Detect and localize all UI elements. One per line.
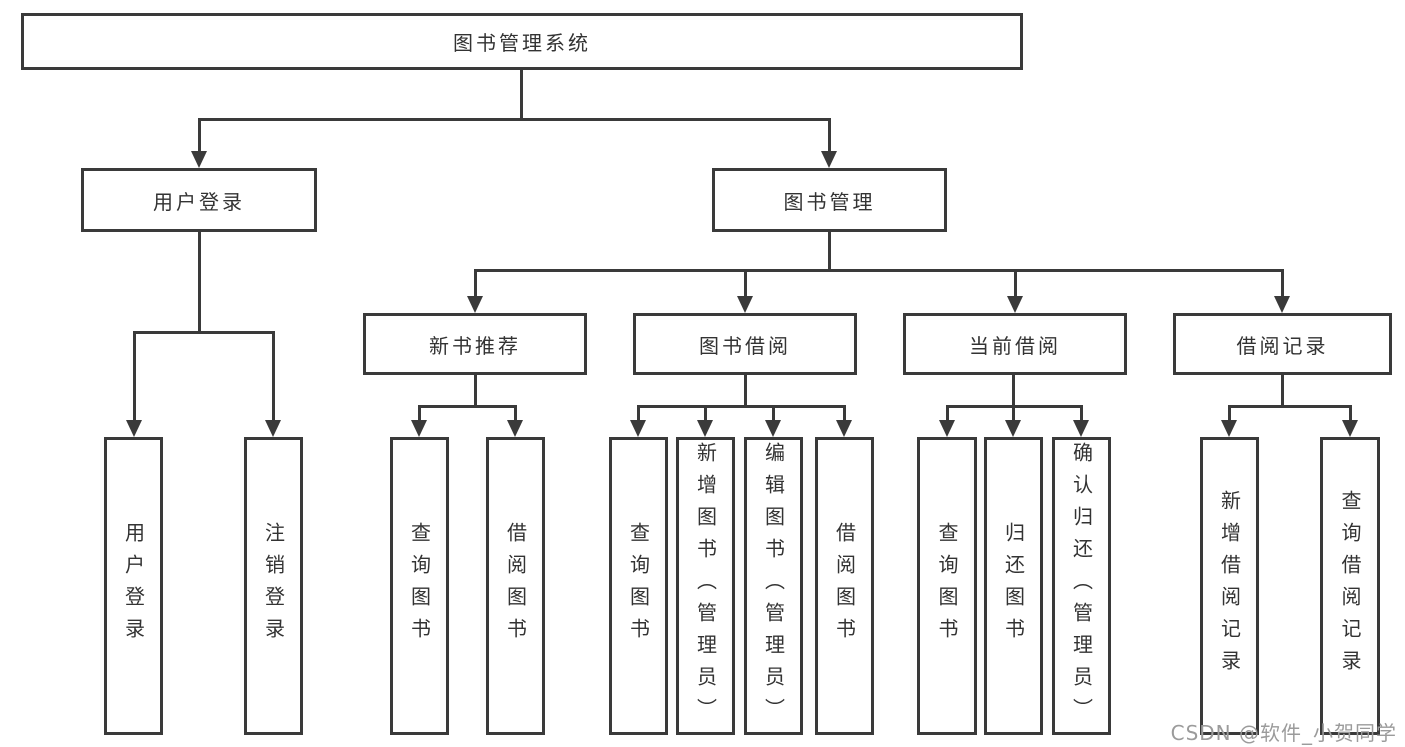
- connector-group4-stem: [1281, 375, 1284, 408]
- leaf-box-user-login: 用户登录: [104, 437, 163, 735]
- connector-drop-login-leaf: [133, 331, 136, 420]
- connector-group4-bar: [1228, 405, 1352, 408]
- branch-label-user-login: 用户登录: [153, 189, 245, 214]
- connector-drop-leaf: [843, 405, 846, 421]
- leaf-box-query-books-borrowing: 查询图书: [609, 437, 668, 735]
- leaf-box-query-borrow-record: 查询借阅记录: [1320, 437, 1380, 735]
- connector-root-stem: [520, 69, 523, 118]
- leaf-label-logout: 注销登录: [261, 522, 286, 650]
- arrow-down-icon: [630, 420, 646, 437]
- leaf-label-edit-books-admin: 编辑图书（管理员）: [761, 442, 786, 730]
- leaf-box-confirm-return-admin: 确认归还（管理员）: [1052, 437, 1111, 735]
- arrow-down-icon: [1221, 420, 1237, 437]
- arrow-down-icon: [1073, 420, 1089, 437]
- leaf-box-add-borrow-record: 新增借阅记录: [1200, 437, 1259, 735]
- leaf-label-user-login: 用户登录: [121, 522, 146, 650]
- leaf-box-query-books-recommend: 查询图书: [390, 437, 449, 735]
- connector-drop-leaf: [1080, 405, 1083, 421]
- group-label-book-borrowing: 图书借阅: [699, 333, 791, 358]
- connector-group3-stem: [1012, 375, 1015, 408]
- leaf-label-return-books: 归还图书: [1001, 522, 1026, 650]
- arrow-down-icon: [697, 420, 713, 437]
- group-box-new-book-recommend: 新书推荐: [363, 313, 587, 375]
- connector-drop-borrow-records: [1281, 269, 1284, 297]
- connector-drop-leaf: [637, 405, 640, 421]
- arrow-down-icon: [1274, 296, 1290, 313]
- arrow-down-icon: [821, 151, 837, 168]
- connector-drop-leaf: [514, 405, 517, 421]
- connector-drop-current-borrow: [1014, 269, 1017, 297]
- leaf-box-query-books-current: 查询图书: [917, 437, 977, 735]
- group-label-borrow-records: 借阅记录: [1236, 333, 1329, 358]
- leaf-label-borrow-books: 借阅图书: [832, 522, 857, 650]
- connector-group1-stem: [474, 375, 477, 408]
- leaf-box-return-books: 归还图书: [984, 437, 1043, 735]
- leaf-label-query-books: 查询图书: [626, 522, 651, 650]
- branch-label-book-management: 图书管理: [783, 189, 876, 214]
- connector-drop-leaf: [418, 405, 421, 421]
- group-label-new-book-recommend: 新书推荐: [429, 333, 521, 358]
- connector-user-login-stem: [198, 232, 201, 334]
- branch-box-user-login: 用户登录: [81, 168, 317, 232]
- arrow-down-icon: [126, 420, 142, 437]
- connector-group1-bar: [418, 405, 517, 408]
- connector-book-management-stem: [828, 232, 831, 272]
- connector-drop-leaf: [1012, 405, 1015, 421]
- leaf-label-confirm-return-admin: 确认归还（管理员）: [1069, 442, 1094, 730]
- group-box-book-borrowing: 图书借阅: [633, 313, 857, 375]
- arrow-down-icon: [1007, 296, 1023, 313]
- arrow-down-icon: [737, 296, 753, 313]
- connector-drop-leaf: [1228, 405, 1231, 421]
- connector-user-login-bar: [133, 331, 275, 334]
- arrow-down-icon: [265, 420, 281, 437]
- arrow-down-icon: [1342, 420, 1358, 437]
- leaf-box-add-books-admin: 新增图书（管理员）: [676, 437, 735, 735]
- leaf-label-query-books: 查询图书: [935, 522, 959, 650]
- group-box-borrow-records: 借阅记录: [1173, 313, 1392, 375]
- root-label: 图书管理系统: [453, 31, 591, 55]
- leaf-box-borrow-books-recommend: 借阅图书: [486, 437, 545, 735]
- connector-group2-stem: [744, 375, 747, 408]
- leaf-box-logout: 注销登录: [244, 437, 303, 735]
- branch-box-book-management: 图书管理: [712, 168, 947, 232]
- connector-drop-book-borrow: [744, 269, 747, 297]
- arrow-down-icon: [1005, 420, 1021, 437]
- arrow-down-icon: [765, 420, 781, 437]
- leaf-box-edit-books-admin: 编辑图书（管理员）: [744, 437, 803, 735]
- arrow-down-icon: [191, 151, 207, 168]
- connector-drop-leaf: [704, 405, 707, 421]
- connector-drop-leaf: [1349, 405, 1352, 421]
- connector-drop-new-book: [474, 269, 477, 297]
- arrow-down-icon: [467, 296, 483, 313]
- root-box-library-management-system: 图书管理系统: [21, 13, 1023, 70]
- connector-drop-leaf: [946, 405, 949, 421]
- leaf-label-add-books-admin: 新增图书（管理员）: [693, 442, 718, 730]
- arrow-down-icon: [939, 420, 955, 437]
- connector-level3-bar: [474, 269, 1284, 272]
- arrow-down-icon: [507, 420, 523, 437]
- group-box-current-borrowing: 当前借阅: [903, 313, 1127, 375]
- connector-drop-user-login: [198, 118, 201, 152]
- leaf-label-query-books: 查询图书: [407, 522, 432, 650]
- watermark-text: CSDN @软件_小贺同学: [1170, 721, 1397, 745]
- arrow-down-icon: [411, 420, 427, 437]
- leaf-box-borrow-books-borrowing: 借阅图书: [815, 437, 874, 735]
- leaf-label-add-borrow-record: 新增借阅记录: [1217, 490, 1242, 682]
- leaf-label-query-borrow-record: 查询借阅记录: [1338, 490, 1362, 682]
- group-label-current-borrowing: 当前借阅: [969, 333, 1061, 358]
- arrow-down-icon: [836, 420, 852, 437]
- connector-drop-logout-leaf: [272, 331, 275, 420]
- connector-level2-bar: [198, 118, 830, 121]
- connector-group2-bar: [637, 405, 846, 408]
- connector-drop-book-management: [828, 118, 831, 152]
- connector-drop-leaf: [772, 405, 775, 421]
- leaf-label-borrow-books: 借阅图书: [503, 522, 528, 650]
